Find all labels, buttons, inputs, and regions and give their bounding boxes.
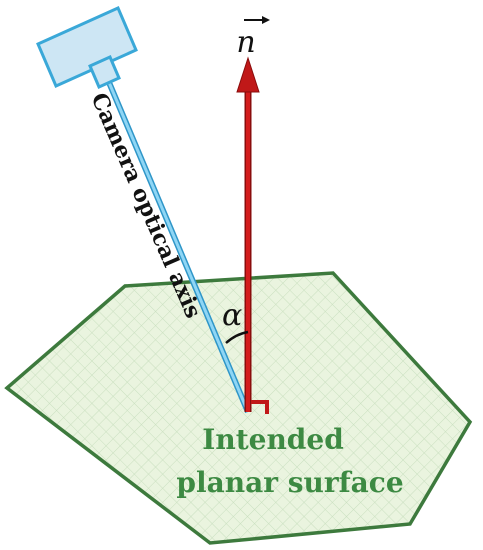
right-angle-marker [251, 400, 269, 414]
vector-arrow-icon [244, 16, 270, 24]
normal-vector-arrow [236, 56, 260, 412]
camera-optical-axis-line-core [106, 79, 250, 413]
angle-alpha-label: α [222, 298, 242, 333]
surface-label-line1: Intended [202, 423, 344, 456]
camera-icon [36, 6, 138, 89]
normal-vector-label: n [236, 25, 255, 60]
surface-label-line2: planar surface [176, 466, 403, 499]
planar-surface [4, 271, 473, 545]
angle-arc [225, 330, 249, 344]
